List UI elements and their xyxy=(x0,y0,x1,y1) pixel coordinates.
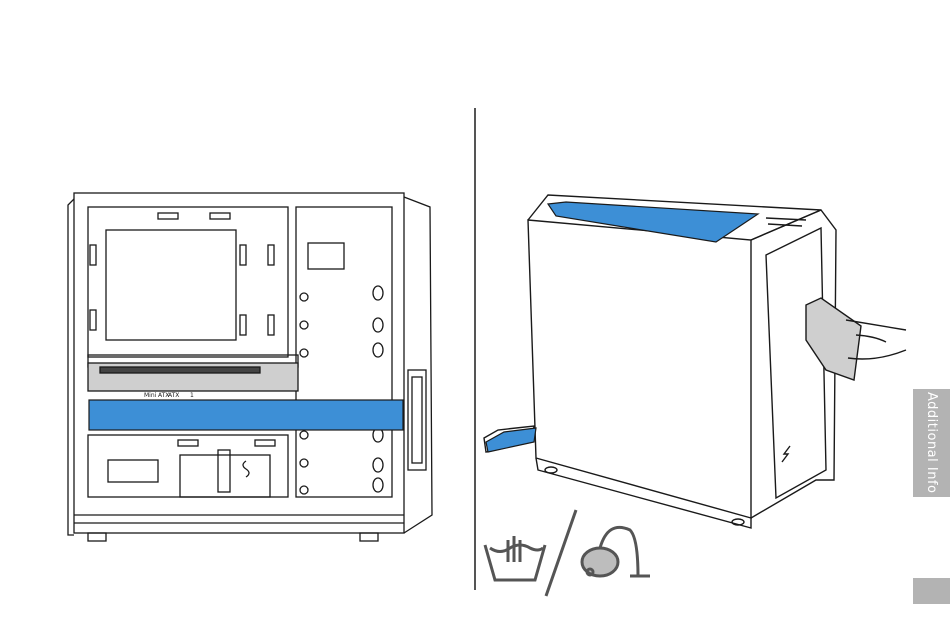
section-tab[interactable]: Additional Info xyxy=(913,389,950,497)
section-tab-label: Additional Info xyxy=(924,392,939,494)
figure-label-atx-2: ATX xyxy=(168,392,179,399)
slash-divider xyxy=(546,510,576,596)
case-exterior-filter-icon xyxy=(476,180,916,530)
figure-label-one: 1 xyxy=(190,392,194,399)
vacuum-cleaner-icon xyxy=(582,527,650,576)
case-interior-highlight-icon: Mini ATX ATX 1 xyxy=(60,185,440,547)
page-number-box xyxy=(913,578,950,604)
figure-label-mini: Mini xyxy=(144,392,157,399)
hand-wash-icon xyxy=(485,536,545,580)
care-icons-group xyxy=(480,500,660,600)
